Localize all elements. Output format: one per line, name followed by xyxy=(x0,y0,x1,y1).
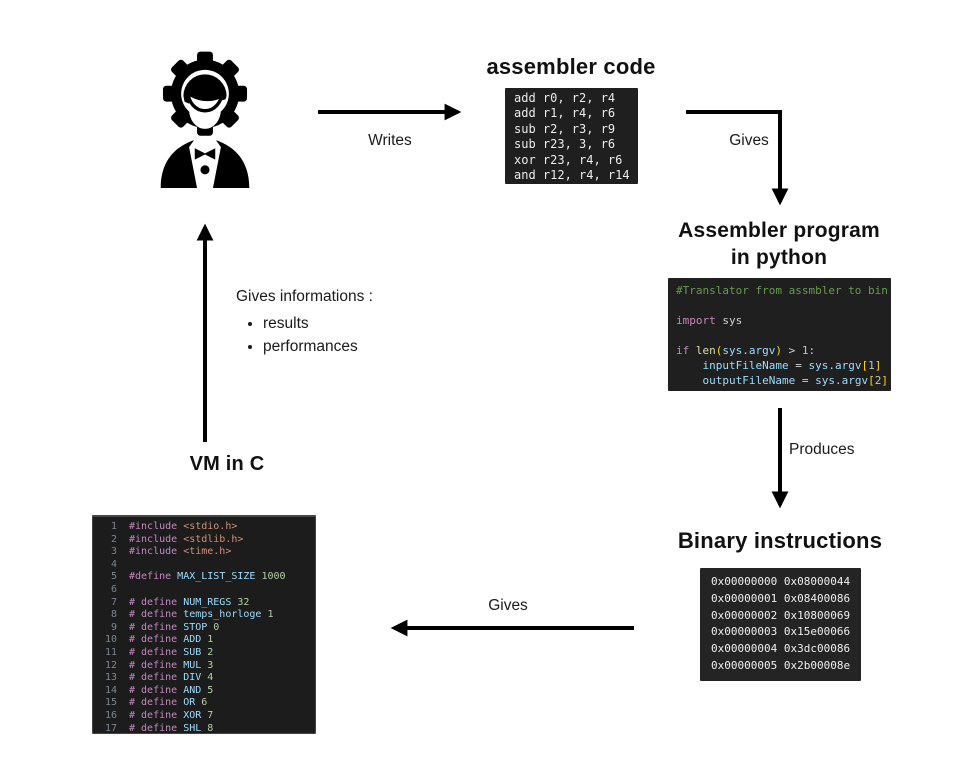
gives-label-left: Gives xyxy=(488,597,528,614)
engineer-person-gear-icon xyxy=(160,51,250,188)
assembler-program-title: Assembler program in python xyxy=(678,219,880,269)
vm-in-c-title: VM in C xyxy=(189,453,265,475)
gives-right-arrow xyxy=(686,110,789,206)
python-code-block: #Translator from assmbler to bin import … xyxy=(668,278,891,391)
feedback-bullet-results: results xyxy=(263,312,436,335)
c-code-block: 1#include <stdio.h>2#include <stdlib.h>3… xyxy=(92,515,316,734)
head xyxy=(183,74,227,129)
feedback-note-title: Gives informations : xyxy=(236,288,373,305)
produces-label: Produces xyxy=(789,441,855,458)
feedback-bullet-performances: performances xyxy=(263,335,436,358)
gives-label-right: Gives xyxy=(729,132,769,149)
assembler-code-title: assembler code xyxy=(486,54,656,79)
torso xyxy=(160,139,250,188)
feedback-bullet-list: results performances xyxy=(236,312,436,358)
feedback-note: Gives informations : results performance… xyxy=(236,288,436,358)
writes-label: Writes xyxy=(368,132,412,149)
binary-instructions-title: Binary instructions xyxy=(677,528,883,553)
bow-tie xyxy=(194,148,216,160)
